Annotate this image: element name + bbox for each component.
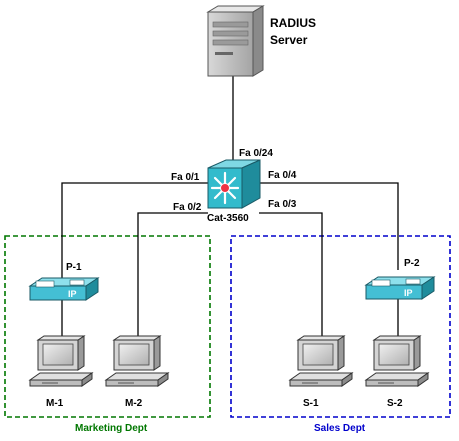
pc-icon-s2[interactable] — [364, 335, 430, 387]
port-label-m2: Fa 0/2 — [173, 202, 202, 213]
port-label-p2: Fa 0/4 — [268, 170, 297, 181]
phone-ip-text-p1: IP — [68, 289, 77, 299]
pc-layer — [28, 335, 430, 387]
pc-label-m1: M-1 — [46, 398, 64, 409]
pc-icon-m2[interactable] — [104, 335, 170, 387]
link-switch-m2 — [137, 212, 208, 340]
port-label-p1: Fa 0/1 — [171, 172, 200, 183]
ip-phone-icon-p1[interactable]: IP — [28, 277, 100, 301]
pc-label-s1: S-1 — [303, 398, 319, 409]
phone-label-p2: P-2 — [404, 258, 420, 269]
marketing-dept-label: Marketing Dept — [75, 423, 148, 434]
link-switch-p2 — [259, 182, 399, 270]
phone-label-p1: P-1 — [66, 262, 82, 273]
port-label-s1: Fa 0/3 — [268, 199, 297, 210]
pc-label-m2: M-2 — [125, 398, 143, 409]
switch-label: Cat-3560 — [207, 213, 249, 224]
marketing-dept-zone — [4, 235, 211, 418]
link-switch-p1 — [61, 182, 208, 280]
port-label-uplink: Fa 0/24 — [239, 148, 273, 159]
links — [61, 75, 399, 340]
switch-icon[interactable] — [207, 159, 261, 209]
sales-dept-label: Sales Dept — [314, 423, 366, 434]
server-label-line1: RADIUS — [270, 16, 316, 30]
link-switch-s1 — [259, 212, 323, 340]
pc-icon-s1[interactable] — [288, 335, 354, 387]
server-label-line2: Server — [270, 33, 308, 47]
ip-phone-icon-p2[interactable]: IP — [364, 276, 436, 300]
pc-icon-m1[interactable] — [28, 335, 94, 387]
radius-server-icon[interactable] — [206, 5, 265, 77]
phone-ip-text-p2: IP — [404, 288, 413, 298]
pc-label-s2: S-2 — [387, 398, 403, 409]
